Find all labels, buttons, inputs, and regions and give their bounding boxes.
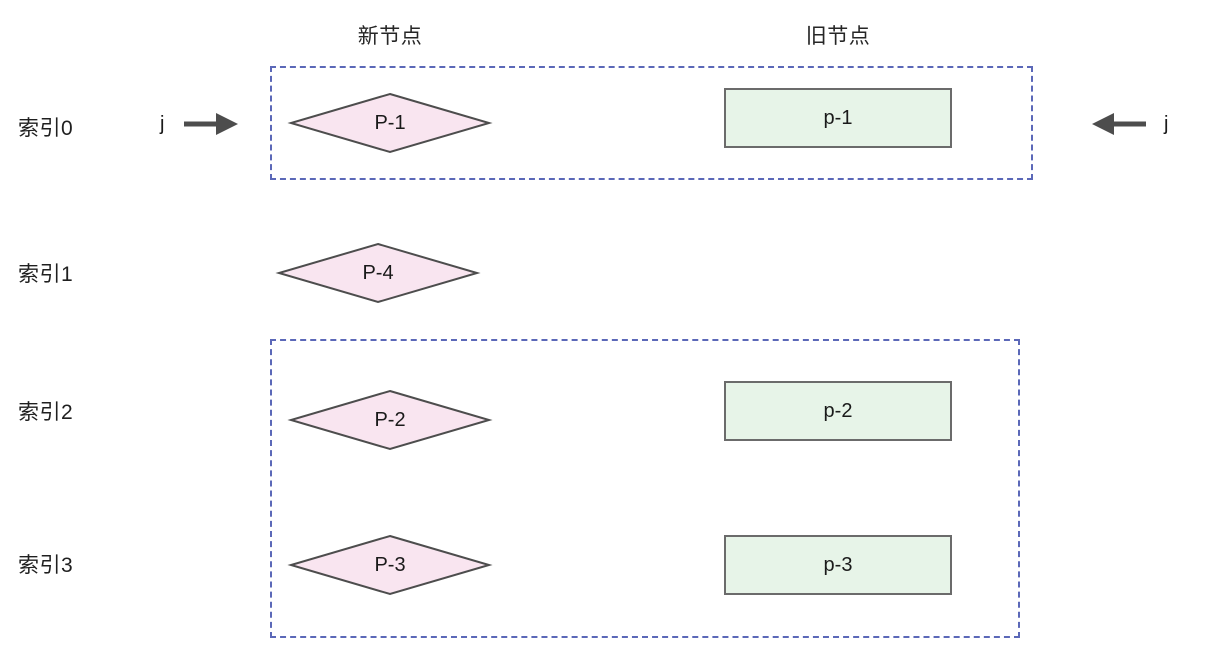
old-node-box-row-3: p-3 (724, 535, 952, 595)
dashed-group-bottom (270, 339, 1020, 638)
pointer-j-left-label: j (160, 112, 165, 135)
new-node-shape-row-2: P-2 (287, 389, 493, 451)
column-header-old-node: 旧节点 (805, 25, 871, 48)
new-node-shape-row-1: P-4 (275, 242, 481, 304)
pointer-j-left: j (160, 104, 240, 144)
pointer-j-right-label: j (1164, 112, 1169, 135)
old-node-box-row-0: p-1 (724, 88, 952, 148)
pointer-j-right: j (1090, 104, 1168, 144)
row-label-index-1: 索引1 (18, 263, 74, 286)
old-node-box-row-2: p-2 (724, 381, 952, 441)
row-label-index-3: 索引3 (18, 554, 74, 577)
new-node-shape-row-3: P-3 (287, 534, 493, 596)
dashed-group-top (270, 66, 1033, 180)
arrow-left-icon (1092, 113, 1146, 135)
row-label-index-2: 索引2 (18, 401, 74, 424)
new-node-shape-row-0: P-1 (287, 92, 493, 154)
arrow-right-icon (184, 113, 239, 135)
row-label-index-0: 索引0 (18, 117, 74, 140)
column-header-new-node: 新节点 (357, 25, 423, 48)
